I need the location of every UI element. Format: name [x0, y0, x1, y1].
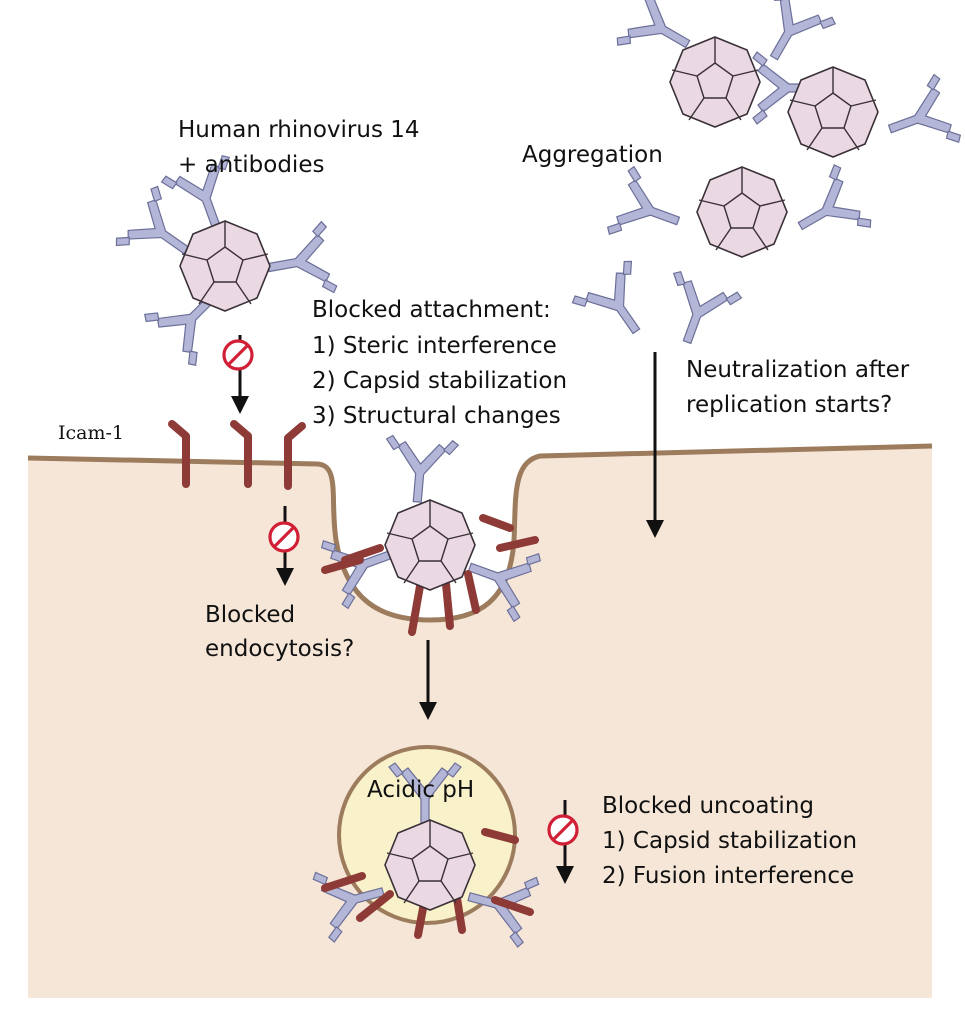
virus-aggregate: [605, 0, 963, 258]
blocked-attachment-item: 2) Capsid stabilization: [312, 368, 567, 394]
virus-title-label: Human rhinovirus 14: [178, 117, 420, 143]
blocked-uncoating-item: 2) Fusion interference: [602, 863, 854, 889]
free-virus-with-antibodies: [112, 153, 339, 369]
virus-capsid-icon: [787, 66, 879, 158]
virus-subtitle-label: + antibodies: [178, 152, 324, 178]
endosome: [311, 745, 541, 949]
blocked-attachment-item: 1) Steric interference: [312, 333, 557, 359]
virus-in-endocytic-pit: [319, 434, 543, 636]
free-antibodies: [569, 257, 744, 355]
aggregation-label: Aggregation: [522, 142, 663, 168]
blocked-uncoating-item: 1) Capsid stabilization: [602, 828, 857, 854]
block-icon: [222, 339, 254, 371]
virus-capsid-icon: [384, 819, 476, 911]
virus-capsid-icon: [384, 499, 476, 591]
cytoplasm: [28, 446, 932, 998]
neutralization-label: replication starts?: [686, 392, 892, 418]
virus-capsid-icon: [669, 36, 761, 128]
antibody-icon: [569, 257, 667, 353]
block-icon: [547, 814, 579, 846]
block-icon: [268, 521, 300, 553]
plasma-membrane: [27, 443, 933, 623]
neutralization-label: Neutralization after: [686, 357, 910, 383]
icam-receptor-label: Icam-1: [58, 422, 124, 444]
blocked-endocytosis-label: endocytosis?: [205, 636, 354, 662]
virus-capsid-icon: [179, 220, 271, 312]
blocked-attachment-item: 3) Structural changes: [312, 403, 561, 429]
blocked-uncoating-title: Blocked uncoating: [602, 793, 814, 819]
acidic-ph-label: Acidic pH: [367, 777, 474, 803]
blocked-attachment-title: Blocked attachment:: [312, 297, 551, 323]
blocked-endocytosis-label: Blocked: [205, 602, 295, 628]
virus-capsid-icon: [696, 166, 788, 258]
antibody-icon: [652, 269, 744, 355]
